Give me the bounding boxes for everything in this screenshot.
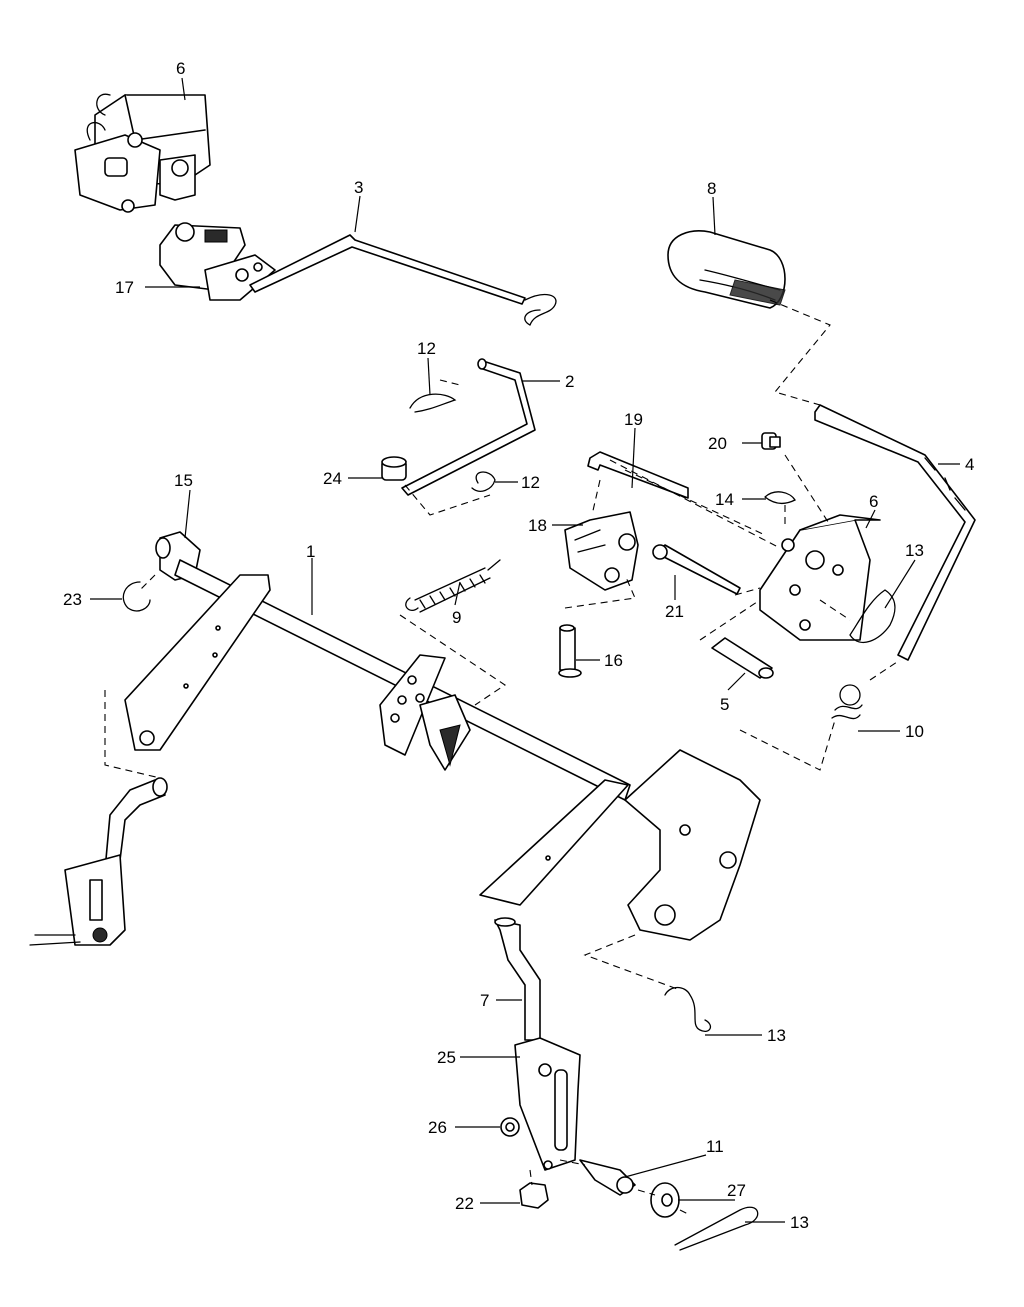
callout-19: 19 [624, 410, 643, 429]
callout-12-upper: 12 [417, 339, 436, 358]
callout-18: 18 [528, 516, 547, 535]
part-5-spacer [711, 637, 774, 679]
callout-10: 10 [905, 722, 924, 741]
part-3-rod [249, 234, 557, 326]
alignment-lines [104, 299, 901, 1216]
part-13-clip-middle [664, 986, 712, 1032]
part-20-bolt [761, 432, 781, 450]
part-16-pin [558, 624, 582, 678]
callout-8: 8 [707, 179, 716, 198]
part-25-slotted-link [514, 1037, 581, 1171]
part-11-pin [579, 1159, 636, 1196]
callout-13-right: 13 [905, 541, 924, 560]
part-9-spring [405, 559, 501, 613]
callout-15: 15 [174, 471, 193, 490]
part-6-upper-bracket [74, 93, 211, 213]
part-26-nut [500, 1117, 520, 1137]
part-12-clip-lower [471, 471, 496, 492]
part-22-nut [519, 1182, 549, 1209]
callout-3: 3 [354, 178, 363, 197]
callout-4: 4 [965, 455, 974, 474]
callout-14: 14 [715, 490, 734, 509]
part-19-pin [587, 451, 689, 499]
callout-25: 25 [437, 1048, 456, 1067]
callout-24: 24 [323, 469, 342, 488]
left-link-assembly [29, 777, 168, 946]
part-2-bent-rod [401, 358, 536, 496]
part-4-handle-rod [814, 404, 976, 661]
callout-7: 7 [480, 991, 489, 1010]
part-23-e-clip [122, 581, 151, 612]
callout-22: 22 [455, 1194, 474, 1213]
callout-6-right: 6 [869, 492, 878, 511]
callout-13-bottom: 13 [790, 1213, 809, 1232]
callout-20: 20 [708, 434, 727, 453]
callout-9: 9 [452, 608, 461, 627]
callout-16: 16 [604, 651, 623, 670]
part-24-pin [381, 456, 407, 481]
part-21-bolt [652, 544, 741, 595]
callout-1: 1 [306, 542, 315, 561]
callout-21: 21 [665, 602, 684, 621]
callout-5: 5 [720, 695, 729, 714]
callout-11: 11 [706, 1137, 724, 1156]
callout-26: 26 [428, 1118, 447, 1137]
callout-12-lower: 12 [521, 473, 540, 492]
part-17-bracket [159, 222, 276, 301]
callout-13-middle: 13 [767, 1026, 786, 1045]
callout-23: 23 [63, 590, 82, 609]
part-18-bracket [564, 511, 639, 591]
part-6-right-bracket [759, 514, 881, 641]
callout-27: 27 [727, 1181, 746, 1200]
part-27-washer [650, 1182, 680, 1218]
callout-6-top: 6 [176, 59, 185, 78]
callout-17: 17 [115, 278, 134, 297]
callout-2: 2 [565, 372, 574, 391]
part-10-spring [831, 684, 863, 720]
part-8-handle-grip [667, 230, 786, 309]
part-13-cotter-pin [674, 1206, 759, 1251]
part-14-clip [764, 491, 796, 505]
leader-lines [90, 77, 960, 1223]
part-7-link-rod [494, 917, 541, 1041]
part-12-clip-upper [409, 393, 457, 413]
part-1-shaft-assembly [124, 559, 761, 941]
callout-labels: 6 3 17 8 12 2 19 20 4 24 12 14 6 15 18 1… [63, 59, 974, 1232]
part-13-clip-right [849, 589, 896, 644]
